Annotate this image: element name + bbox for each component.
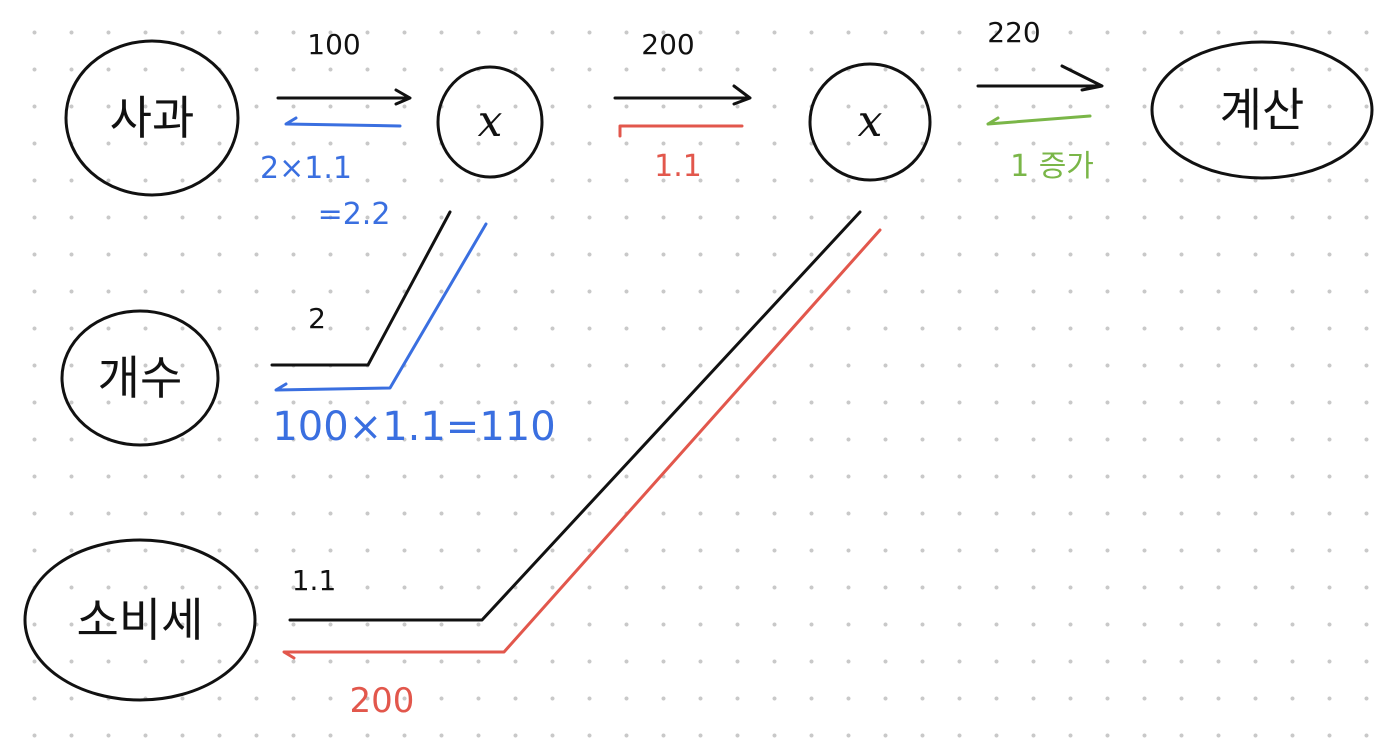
forward-edge-mul2-to-total (976, 64, 1104, 92)
apple-node-circle (64, 39, 240, 197)
forward-value-count: 2 (308, 302, 326, 335)
backward-edge-mul2-to-tax (282, 228, 882, 660)
multiply-node-2-label: x (858, 96, 883, 147)
multiply-node-2-circle (808, 62, 932, 182)
backward-edge-mul1-to-apple (284, 116, 402, 128)
total-node-circle (1150, 40, 1374, 180)
backward-value-apple-grad-1: 2×1.1 (260, 151, 352, 186)
forward-value-mul2-out: 220 (987, 16, 1040, 49)
count-node-circle (60, 309, 220, 447)
tax-node-label: 소비세 (77, 593, 204, 647)
forward-value-apple: 100 (307, 28, 360, 61)
backward-value-count-grad: 100×1.1=110 (272, 404, 555, 450)
backward-edge-mul1-to-count (274, 222, 488, 392)
multiply-node-1-circle (436, 65, 544, 179)
forward-edge-mul1-to-mul2 (613, 84, 752, 106)
backward-value-mul1-grad: 1.1 (654, 149, 702, 184)
backward-value-start: 1 증가 (1010, 149, 1094, 184)
tax-node-circle (23, 538, 257, 702)
total-node-label: 계산 (1220, 83, 1305, 137)
forward-value-mul1-out: 200 (641, 28, 694, 61)
forward-edge-count-to-mul1 (270, 210, 452, 367)
count-node-label: 개수 (98, 351, 183, 405)
backward-edge-total-to-mul2 (986, 114, 1092, 126)
forward-edge-apple-to-mul1 (276, 88, 412, 106)
forward-value-tax: 1.1 (292, 564, 337, 597)
apple-node-label: 사과 (110, 91, 195, 145)
backward-edge-mul2-to-mul1 (618, 124, 744, 138)
forward-edge-tax-to-mul2 (288, 210, 862, 622)
backward-value-apple-grad-2: =2.2 (318, 197, 391, 232)
backward-value-tax-grad: 200 (350, 681, 415, 721)
multiply-node-1-label: x (478, 96, 503, 147)
